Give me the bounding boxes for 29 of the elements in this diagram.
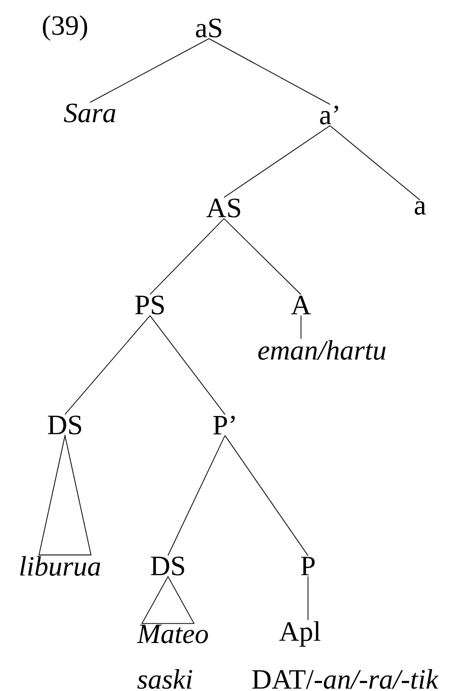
tree-branch (224, 218, 302, 295)
node-label: DS (48, 416, 82, 434)
tree-branch (224, 125, 330, 198)
node-label: saski (137, 669, 192, 689)
node-label: Apl (279, 621, 320, 647)
tree-branch (64, 315, 150, 415)
node-label: A (291, 296, 311, 314)
node-label: aS (196, 18, 222, 38)
node-label: eman/hartu (258, 340, 386, 360)
node-label: AS (206, 198, 240, 218)
tree-branch (224, 435, 308, 556)
node-label: DS (150, 556, 184, 576)
example-number: (39) (42, 15, 88, 41)
tree-branch (208, 38, 330, 105)
tree-branch (330, 125, 420, 200)
tree-branch (150, 218, 224, 295)
node-label: PS (135, 296, 164, 314)
node-label: Sara (64, 104, 116, 122)
tree-branch (300, 315, 302, 340)
tree-branch (168, 435, 226, 556)
node-label: a (414, 201, 426, 215)
tree-branch (150, 315, 226, 415)
node-label: P (301, 556, 315, 576)
node-label: liburua (20, 556, 100, 576)
node-label: a’ (320, 106, 338, 124)
node-label: P’ (213, 416, 235, 434)
node-label: DAT/-an/-ra/-tik (252, 669, 439, 689)
node-label: Mateo (136, 624, 208, 644)
tree-branch (90, 38, 210, 103)
